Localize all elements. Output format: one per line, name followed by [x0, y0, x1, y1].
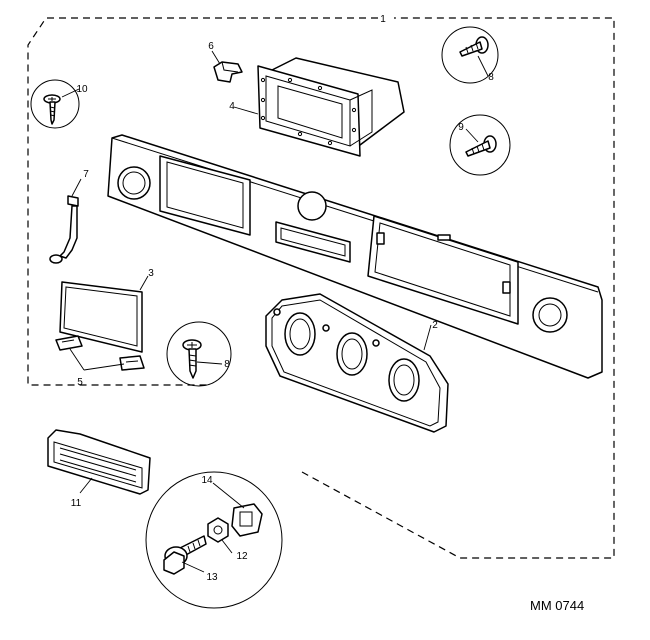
self-tapping-screw-9	[449, 114, 511, 176]
callout-8-lower: 8	[224, 359, 230, 370]
leader-lines	[61, 50, 489, 573]
callout-12: 12	[236, 551, 248, 562]
callout-6: 6	[208, 41, 214, 52]
assembly-boundary-dashed	[27, 17, 615, 559]
self-tapping-screw-10	[30, 79, 80, 129]
callout-5: 5	[77, 377, 83, 388]
dashboard-panel	[107, 134, 603, 379]
glovebox	[257, 57, 405, 157]
lens-panel	[47, 429, 151, 495]
drawing-reference-code: MM 0744	[530, 598, 585, 613]
callout-1: 1	[380, 14, 386, 25]
self-tapping-screw-8-top	[441, 26, 499, 84]
blanking-panel	[59, 281, 143, 353]
callout-10: 10	[76, 84, 88, 95]
callout-4: 4	[229, 101, 235, 112]
instrument-binnacle	[265, 293, 449, 433]
callout-2: 2	[432, 320, 438, 331]
callout-9: 9	[458, 122, 464, 133]
retaining-clip	[213, 61, 243, 83]
self-tapping-screw-8-lower	[166, 321, 232, 387]
callout-3: 3	[148, 268, 154, 279]
callout-11: 11	[71, 498, 82, 509]
earth-lead	[49, 195, 79, 264]
callout-8-top: 8	[488, 72, 494, 83]
spring-clips	[55, 335, 145, 371]
callout-14: 14	[201, 475, 213, 486]
callout-7: 7	[83, 169, 89, 180]
callouts: 1 2 3 4 5 6 7 8 8 9 10 11 12 13 14	[71, 14, 494, 583]
fixing-detail	[145, 471, 283, 609]
callout-13: 13	[206, 572, 218, 583]
